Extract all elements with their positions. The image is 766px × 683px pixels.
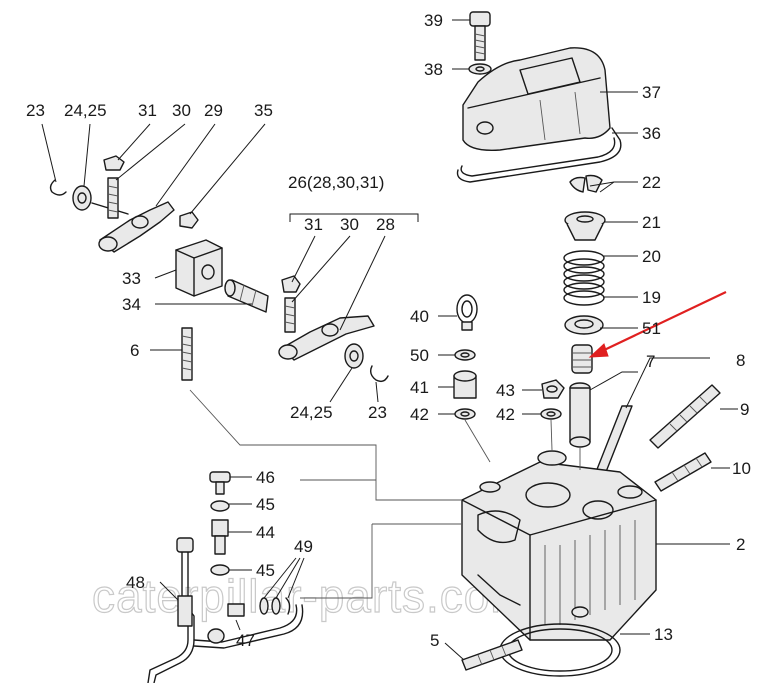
part-46-bolt bbox=[209, 471, 231, 495]
label-24-25-top: 24,25 bbox=[64, 101, 107, 120]
part-10-stud bbox=[654, 452, 712, 492]
part-21-spring-retainer bbox=[564, 211, 606, 241]
part-34-rocker-shaft bbox=[224, 279, 269, 313]
part-45-washer-top bbox=[210, 500, 230, 512]
part-39-bolt bbox=[469, 11, 491, 61]
label-33: 33 bbox=[122, 269, 141, 288]
part-42-washer-left bbox=[454, 408, 476, 420]
part-6-stud-left bbox=[181, 327, 193, 381]
part-19-spring-seat bbox=[564, 315, 604, 335]
label-20: 20 bbox=[642, 247, 661, 266]
label-26-group: 26(28,30,31) bbox=[288, 173, 384, 192]
label-24-25-mid: 24,25 bbox=[290, 403, 333, 422]
label-10: 10 bbox=[732, 459, 751, 478]
alignment-lines bbox=[189, 389, 581, 599]
label-9: 9 bbox=[740, 400, 749, 419]
part-24-washer-left bbox=[72, 185, 92, 211]
label-8: 8 bbox=[736, 351, 745, 370]
label-45-bottom: 45 bbox=[256, 561, 275, 580]
label-45-top: 45 bbox=[256, 495, 275, 514]
part-28-rocker-arm bbox=[278, 315, 375, 361]
part-44-fitting bbox=[211, 519, 229, 555]
part-43-nut bbox=[541, 379, 565, 399]
label-5: 5 bbox=[430, 631, 439, 650]
label-35: 35 bbox=[254, 101, 273, 120]
label-36: 36 bbox=[642, 124, 661, 143]
label-34: 34 bbox=[122, 295, 141, 314]
label-30-top: 30 bbox=[172, 101, 191, 120]
part-37-valve-cover bbox=[462, 47, 611, 151]
label-37: 37 bbox=[642, 83, 661, 102]
label-31-top: 31 bbox=[138, 101, 157, 120]
highlight-arrow bbox=[588, 291, 727, 358]
part-22-keepers bbox=[569, 174, 603, 193]
part-40-lifting-eye bbox=[456, 294, 478, 331]
part-31-nut-right bbox=[281, 275, 301, 293]
label-6: 6 bbox=[130, 341, 139, 360]
label-13: 13 bbox=[654, 625, 673, 644]
label-30-mid: 30 bbox=[340, 215, 359, 234]
label-42-left: 42 bbox=[410, 405, 429, 424]
part-38-washer bbox=[468, 63, 492, 75]
group-bracket-26 bbox=[289, 213, 419, 222]
label-38: 38 bbox=[424, 60, 443, 79]
label-23-top: 23 bbox=[26, 101, 45, 120]
label-46: 46 bbox=[256, 468, 275, 487]
part-5-stud bbox=[461, 639, 523, 671]
label-31-mid: 31 bbox=[304, 215, 323, 234]
part-30-screw-right bbox=[284, 297, 296, 333]
label-42-right: 42 bbox=[496, 405, 515, 424]
label-44: 44 bbox=[256, 523, 275, 542]
part-7-valve-guide bbox=[569, 382, 591, 448]
part-35-nut bbox=[179, 211, 199, 229]
part-24-washer-right bbox=[344, 343, 364, 369]
label-49: 49 bbox=[294, 537, 313, 556]
label-23-mid: 23 bbox=[368, 403, 387, 422]
label-41: 41 bbox=[410, 378, 429, 397]
part-9-stud bbox=[649, 384, 721, 449]
part-30-screw-left bbox=[107, 177, 119, 219]
part-42-washer-right bbox=[540, 408, 562, 420]
part-45-washer-bottom bbox=[210, 564, 230, 576]
label-7: 7 bbox=[646, 352, 655, 371]
label-19: 19 bbox=[642, 288, 661, 307]
label-21: 21 bbox=[642, 213, 661, 232]
label-40: 40 bbox=[410, 307, 429, 326]
part-20-valve-spring bbox=[563, 250, 605, 306]
callout-labels: 39 38 37 36 22 21 20 19 51 7 8 9 10 2 13… bbox=[26, 11, 751, 650]
label-47: 47 bbox=[236, 631, 255, 650]
part-48-oil-line bbox=[147, 537, 304, 683]
label-22: 22 bbox=[642, 173, 661, 192]
part-2-cylinder-head bbox=[461, 450, 657, 641]
label-50: 50 bbox=[410, 346, 429, 365]
part-41-spacer bbox=[453, 370, 477, 399]
part-23-snap-ring-right bbox=[369, 365, 389, 383]
leader-lines bbox=[41, 19, 738, 661]
label-29: 29 bbox=[204, 101, 223, 120]
label-2: 2 bbox=[736, 535, 745, 554]
label-43: 43 bbox=[496, 381, 515, 400]
part-23-snap-ring-left bbox=[49, 179, 67, 196]
part-47-banjo-bolt bbox=[207, 603, 245, 644]
part-29-rocker-arm bbox=[98, 201, 175, 253]
part-31-nut-left bbox=[103, 155, 125, 171]
part-50-washer bbox=[454, 349, 476, 361]
part-36-gasket bbox=[456, 127, 622, 183]
label-28: 28 bbox=[376, 215, 395, 234]
part-51-valve-stem-seal bbox=[571, 344, 593, 374]
part-33-bracket bbox=[175, 239, 223, 297]
label-48: 48 bbox=[126, 573, 145, 592]
label-39: 39 bbox=[424, 11, 443, 30]
label-51: 51 bbox=[642, 319, 661, 338]
